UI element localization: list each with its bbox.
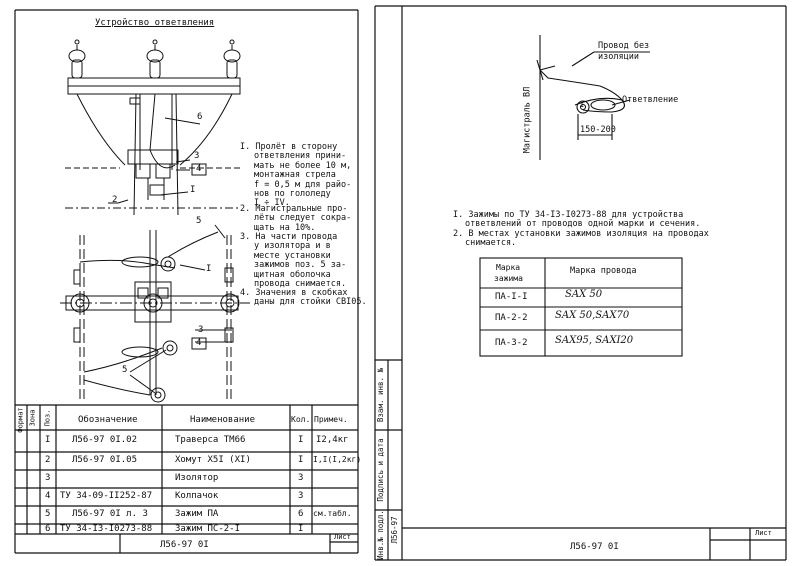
callout-5: 5 xyxy=(122,365,128,375)
note-line: ответвления прини- xyxy=(254,151,347,162)
note-3: 3. На части провода у изолятора и в мест… xyxy=(240,232,347,290)
stamp-sign: Подпись и дата xyxy=(376,438,386,502)
row-qty: 6 xyxy=(298,509,304,519)
callout-2: 2 xyxy=(112,195,118,205)
row-name: Колпачок xyxy=(175,491,219,501)
note-line: f = 0,5 м для райо- xyxy=(254,179,352,190)
sheet-label: Лист xyxy=(755,529,772,537)
row-pos: I xyxy=(45,435,51,445)
row-name: Траверса ТМ66 xyxy=(175,435,246,445)
col-zone: Зона xyxy=(28,409,37,427)
col-name: Наименование xyxy=(190,415,256,425)
row-note: I,I(I,2кг) xyxy=(313,455,362,464)
right-note-1: I. Зажимы по ТУ 34-I3-I0273-88 для устро… xyxy=(453,210,701,230)
note-line: I. Зажимы по ТУ 34-I3-I0273-88 для устро… xyxy=(453,210,684,220)
row-name: Зажим ПА xyxy=(175,509,219,519)
wire-cell: SAX95, SAXI20 xyxy=(555,335,634,346)
callout-6: 6 xyxy=(197,112,203,122)
callout-5: 5 xyxy=(196,216,202,226)
note-line: даны для стойки СВI05. xyxy=(254,297,367,308)
stamp-replace: Взам. инв. № xyxy=(376,367,386,423)
right-note-2: 2. В местах установки зажимов изоляция н… xyxy=(453,229,709,249)
row-pos: 3 xyxy=(45,473,51,483)
callout-1: I xyxy=(206,264,212,274)
note-4: 4. Значения в скобках даны для стойки СВ… xyxy=(240,288,367,308)
note-line: монтажная стрела xyxy=(254,170,336,181)
row-qty: 3 xyxy=(298,491,304,501)
circle-number: I xyxy=(580,101,585,109)
note-2: 2. Магистральные про- лёты следует сокра… xyxy=(240,204,352,233)
note-line: зажимов поз. 5 за- xyxy=(254,260,347,271)
note-line: мать не более 10 м, xyxy=(254,160,352,171)
note-line: лёты следует сокра- xyxy=(254,213,352,224)
row-pos: 6 xyxy=(45,524,51,534)
sheet-label: Лист xyxy=(334,533,351,541)
wire-cell: SAX 50,SAX70 xyxy=(555,310,630,321)
row-name: Изолятор xyxy=(175,473,219,483)
row-qty: 3 xyxy=(298,473,304,483)
row-designation: ТУ 34-I3-I0273-88 xyxy=(60,524,153,534)
row-pos: 2 xyxy=(45,455,51,465)
row-pos: 5 xyxy=(45,509,51,519)
clamp-cell: ПА-3-2 xyxy=(495,338,528,348)
stamp-doc-code: Л56-97 xyxy=(390,516,400,544)
main-line-label: Магистраль ВЛ xyxy=(522,86,533,154)
note-line: 2. Магистральные про- xyxy=(240,204,348,214)
note-line: снимается. xyxy=(465,238,517,249)
clamp-cell: ПА-2-2 xyxy=(495,313,528,323)
clamp-cell: ПА-I-I xyxy=(495,292,528,302)
col-qty: Кол. xyxy=(291,415,311,424)
callout-4: 4 xyxy=(196,338,202,348)
row-note: см.табл. xyxy=(313,509,352,518)
row-name: Хомут Х5I (XI) xyxy=(175,455,251,465)
row-note: I2,4кг xyxy=(316,435,349,445)
stamp-code: Л56-97 0I xyxy=(160,540,209,550)
row-pos: 4 xyxy=(45,491,51,501)
dimension-label: 150-200 xyxy=(580,125,616,135)
note-1: I. Пролёт в сторону ответвления прини- м… xyxy=(240,142,352,209)
col-clamp: зажима xyxy=(494,274,523,283)
row-name: Зажим ПС-2-I xyxy=(175,524,241,534)
stamp-code: Л56-97 0I xyxy=(570,542,619,552)
col-wire: Марка провода xyxy=(570,266,637,276)
col-pos: Поз. xyxy=(43,409,52,427)
row-qty: I xyxy=(298,524,304,534)
row-designation: ТУ 34-09-II252-87 xyxy=(60,491,153,501)
row-designation: Л56-97 0I.02 xyxy=(72,435,138,445)
callout-1: I xyxy=(190,185,196,195)
note-line: щитная оболочка xyxy=(254,269,331,280)
callout-3: 3 xyxy=(194,151,200,161)
wire-label: Провод без xyxy=(598,41,650,51)
note-line: у изолятора и в xyxy=(254,241,331,252)
note-line: 3. На части провода xyxy=(240,232,338,242)
callout-4: 4 xyxy=(196,164,202,174)
row-qty: I xyxy=(298,455,304,465)
note-line: месте установки xyxy=(254,250,331,261)
note-line: 4. Значения в скобках xyxy=(240,288,348,298)
branch-label: Ответвление xyxy=(622,95,679,105)
col-format: Формат xyxy=(16,407,25,433)
sheet-title: Устройство ответвления xyxy=(95,18,215,28)
row-designation: Л56-97 0I.05 xyxy=(72,455,138,465)
wire-cell: SAX 50 xyxy=(565,289,603,300)
note-line: нов по гололеду xyxy=(254,189,331,200)
note-line: 2. В местах установки зажимов изоляция н… xyxy=(453,229,709,239)
note-line: I ÷ IV. xyxy=(254,198,290,209)
col-clamp: Марка xyxy=(496,263,521,272)
note-line: щать на 10%. xyxy=(254,222,316,233)
col-note: Примеч. xyxy=(314,415,348,424)
col-designation: Обозначение xyxy=(78,415,138,425)
note-line: провода снимается. xyxy=(254,279,347,290)
note-line: ответвлений от проводов одной марки и се… xyxy=(465,219,701,230)
stamp-inv: Инв.№ подл. xyxy=(376,510,386,560)
row-designation: Л56-97 0I л. 3 xyxy=(72,509,148,519)
note-line: I. Пролёт в сторону xyxy=(240,142,338,152)
callout-3: 3 xyxy=(198,325,204,335)
wire-label: изоляции xyxy=(598,52,639,62)
row-qty: I xyxy=(298,435,304,445)
